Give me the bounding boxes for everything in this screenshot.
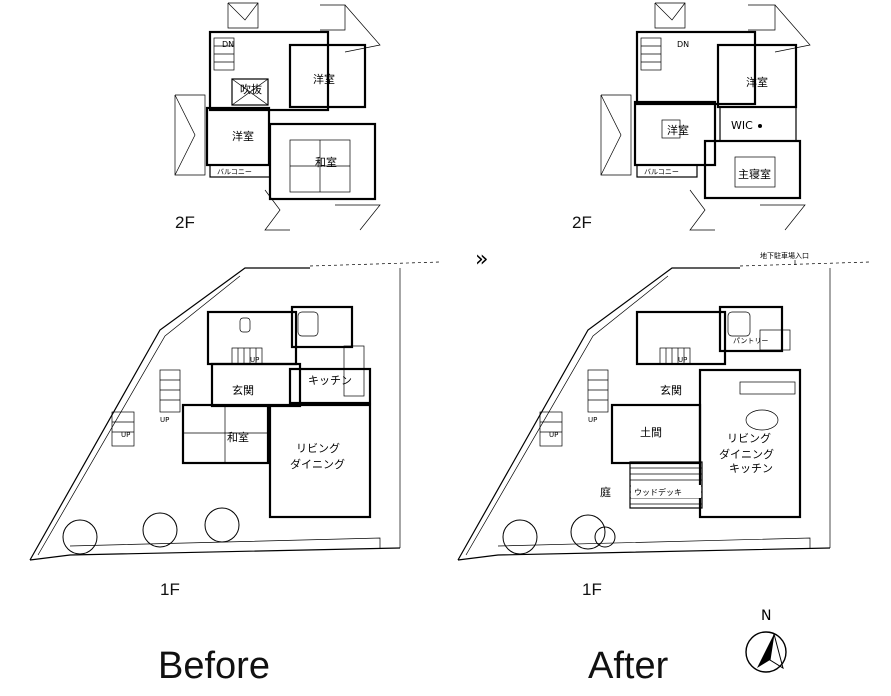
after-2f-plan: DN 洋室 洋室 WIC 主寝室 バルコニー 2F [572, 2, 811, 232]
b2f-floor-label: 2F [175, 213, 195, 232]
b2f-balcony: バルコニー [217, 168, 252, 176]
b1f-living-line2: ダイニング [290, 457, 345, 471]
before-1f-plan: キッチン 玄関 和室 リビング ダイニング UP UP UP 1F [29, 261, 441, 599]
before-after-arrow: » [475, 247, 488, 272]
b2f-dn-label: DN [222, 40, 234, 49]
a1f-garage-label: 地下駐車場入口 [760, 251, 809, 260]
north-compass-icon: N [745, 608, 787, 673]
a1f-up3: UP [549, 431, 558, 439]
a1f-deck-label: ウッドデッキ [634, 487, 682, 497]
a2f-master: 主寝室 [738, 167, 771, 181]
compass-north-label: N [761, 608, 771, 624]
a1f-entrance: 玄関 [660, 383, 682, 397]
before-caption: Before [158, 645, 270, 687]
b1f-living-line1: リビング [296, 441, 340, 455]
after-caption: After [588, 645, 669, 687]
a1f-living-line1: リビング [727, 431, 771, 445]
a1f-living-line2: ダイニング [719, 447, 774, 461]
b2f-japanese: 和室 [315, 155, 337, 169]
a2f-floor-label: 2F [572, 213, 592, 232]
a1f-pantry: パントリー [733, 337, 768, 345]
b1f-entrance: 玄関 [232, 383, 254, 397]
a1f-wood-deck: ウッドデッキ [629, 461, 703, 509]
before-2f-plan: DN 洋室 吹抜 洋室 和室 バルコニー 2F [174, 2, 381, 232]
b2f-western2: 洋室 [232, 129, 254, 143]
b1f-up3: UP [121, 431, 130, 439]
a1f-garden: 庭 [600, 485, 611, 499]
b1f-kitchen: キッチン [308, 374, 352, 387]
b2f-void: 吹抜 [240, 82, 262, 96]
a2f-western2: 洋室 [667, 123, 689, 137]
a1f-doma: 土間 [640, 426, 662, 439]
b1f-floor-label: 1F [160, 580, 180, 599]
a2f-balcony: バルコニー [644, 168, 679, 176]
a1f-up2: UP [588, 416, 597, 424]
a1f-floor-label: 1F [582, 580, 602, 599]
a1f-up1: UP [678, 356, 687, 364]
b1f-up2: UP [160, 416, 169, 424]
a1f-living-line3: キッチン [729, 462, 773, 475]
a1f-trees [502, 514, 616, 555]
a2f-dn-label: DN [677, 40, 689, 49]
a2f-wic: WIC [731, 119, 753, 132]
b1f-trees [62, 507, 240, 555]
a2f-western1: 洋室 [746, 75, 768, 89]
after-1f-plan: 地下駐車場入口 [457, 251, 871, 599]
b1f-up1: UP [250, 356, 259, 364]
b1f-japanese: 和室 [227, 430, 249, 444]
b2f-western1: 洋室 [313, 72, 335, 86]
